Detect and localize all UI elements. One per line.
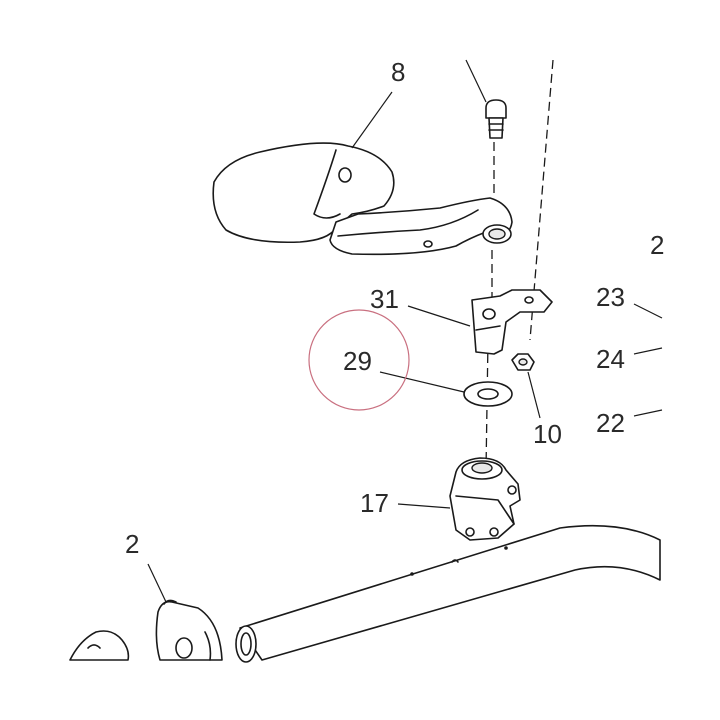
callout-23: 23 (596, 282, 625, 312)
callout-24: 24 (596, 344, 625, 374)
leader-31 (407, 305, 471, 327)
handlebar-tube (235, 524, 661, 663)
callout-31: 31 (370, 284, 399, 314)
mirror-assembly (212, 142, 513, 256)
callout-8: 8 (391, 57, 405, 87)
leader-23 (633, 303, 663, 319)
leader-2 (147, 563, 167, 603)
callout-2: 2 (125, 529, 139, 559)
callout-22: 22 (596, 408, 625, 438)
callout-29: 29 (343, 346, 372, 376)
leader-29 (379, 371, 465, 393)
callout-17: 17 (360, 488, 389, 518)
leader-8 (351, 91, 393, 149)
washer (463, 381, 513, 407)
grip-switch-housing (69, 599, 223, 661)
clamp (449, 457, 521, 541)
leader-10 (527, 371, 541, 419)
callout-partial: 2 (650, 230, 664, 260)
nut (511, 353, 535, 371)
leader-17 (397, 503, 451, 509)
callout-10: 10 (533, 419, 562, 449)
assembly-axis-right (529, 59, 554, 341)
leader-24 (633, 347, 663, 355)
leader-22 (633, 409, 663, 417)
highlight-circle-29 (308, 309, 410, 411)
bracket (471, 289, 553, 355)
mounting-screw (465, 59, 507, 139)
